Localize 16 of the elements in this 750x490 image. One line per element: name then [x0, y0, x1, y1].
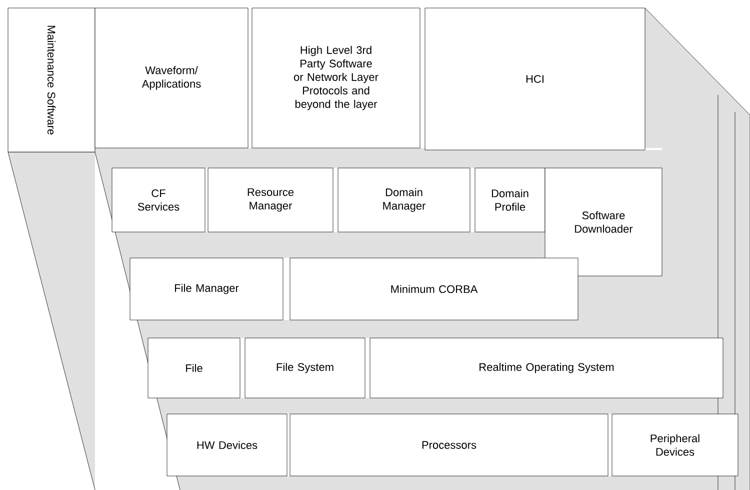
layer-block: Resource Manager — [208, 168, 334, 232]
layer-block: File System — [244, 338, 366, 398]
layer-block: Domain Manager — [338, 168, 470, 232]
layer-block: High Level 3rd Party Software or Network Layer Protocols and beyond the layer — [252, 8, 420, 148]
side-block: Maintenance Software — [8, 8, 96, 152]
layer-block: Processors — [290, 414, 608, 476]
layer-block: HCI — [424, 8, 646, 150]
layer-block: CF Services — [112, 168, 206, 232]
layer-block: HW Devices — [166, 414, 288, 476]
layer-block: Realtime Operating System — [370, 338, 724, 398]
layer-block: Waveform/ Applications — [94, 8, 248, 148]
layer-block: Minimum CORBA — [290, 258, 578, 320]
layer-block: File — [148, 338, 240, 398]
layer-block: Peripheral Devices — [612, 414, 738, 476]
layer-block: Domain Profile — [474, 168, 546, 232]
layer-block: File Manager — [130, 258, 284, 320]
